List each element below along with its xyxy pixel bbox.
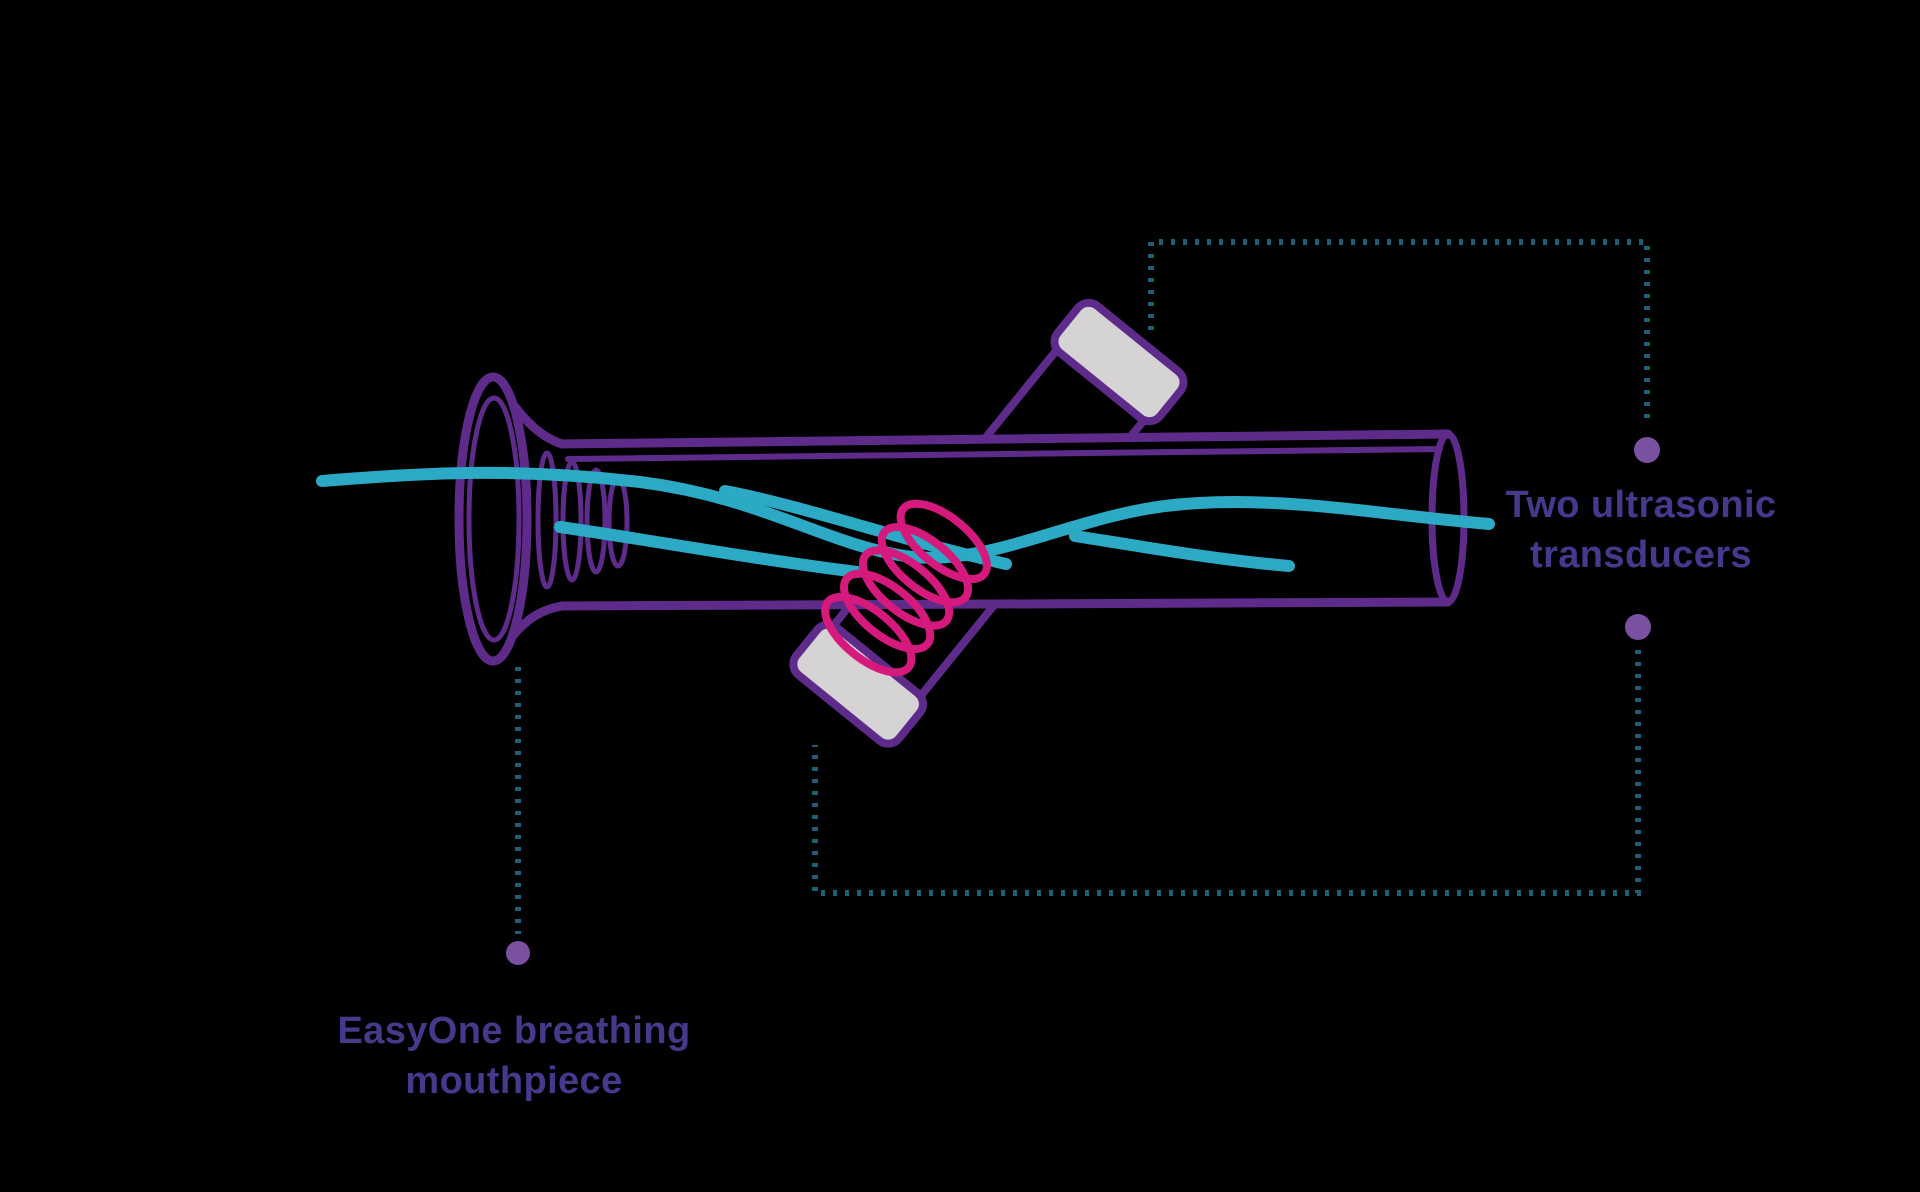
- tube-bottom-edge: [552, 597, 1453, 611]
- mouthpiece-label: EasyOne breathing mouthpiece: [337, 1010, 691, 1103]
- mouthpiece-bell: [454, 372, 630, 666]
- top-transducer-leader-line: [1148, 239, 1650, 426]
- transducers-label: Two ultrasonic transducers: [1505, 484, 1777, 577]
- mouthpiece-dot: [506, 941, 530, 965]
- mouthpiece-ridges: [535, 450, 630, 590]
- coil-loop: [858, 546, 954, 630]
- transducers-dot-bottom: [1625, 614, 1651, 640]
- bell-rim-inner: [466, 395, 522, 643]
- transducers-dot-top: [1634, 437, 1660, 463]
- transducer-cap-top: [1050, 298, 1188, 426]
- ridge-ring: [560, 459, 584, 583]
- coil-loop: [821, 592, 916, 677]
- ultrasound-signal-coil: [821, 499, 991, 677]
- ridge-ring: [535, 450, 559, 590]
- coil-loop: [839, 569, 935, 653]
- tube-top-edge: [552, 429, 1453, 449]
- airflow-line: [554, 521, 863, 578]
- bottom-transducer-leader-line: [812, 650, 1641, 896]
- airflow-line: [1069, 530, 1295, 572]
- transducer-cap-bottom: [789, 620, 927, 748]
- ridge-ring: [584, 467, 608, 575]
- breathing-tube: [552, 429, 1468, 611]
- airflow-line: [719, 485, 1012, 570]
- tube-inner-edge: [565, 446, 1443, 462]
- coil-loop: [877, 523, 973, 607]
- leader-lines: [515, 239, 1650, 934]
